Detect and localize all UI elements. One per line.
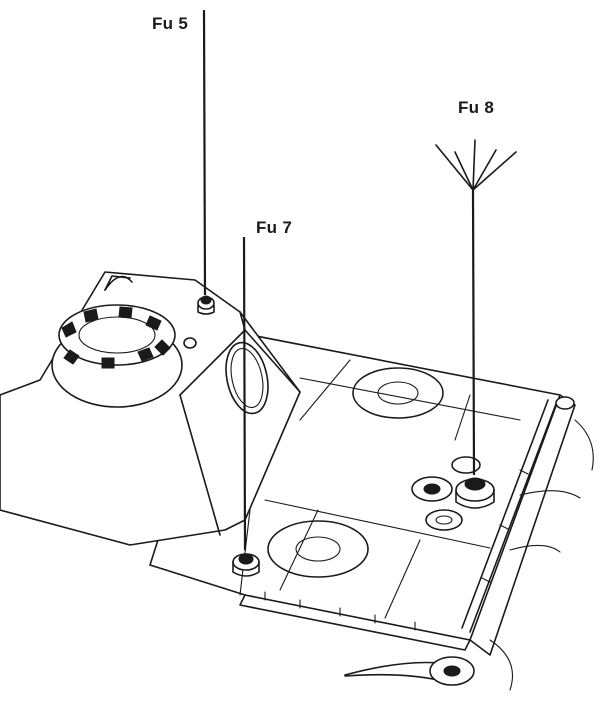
rear-fenders (344, 419, 594, 691)
antenna-fu5 (197, 9, 215, 315)
turret (0, 271, 301, 546)
label-fu7: Fu 7 (256, 218, 293, 237)
grille-plate-top (352, 367, 444, 419)
label-fu5: Fu 5 (152, 14, 189, 33)
label-fu8: Fu 8 (458, 98, 495, 117)
antenna-fu8 (435, 139, 517, 509)
grille-plate-bottom (267, 520, 369, 578)
antenna-fu7 (232, 236, 260, 577)
